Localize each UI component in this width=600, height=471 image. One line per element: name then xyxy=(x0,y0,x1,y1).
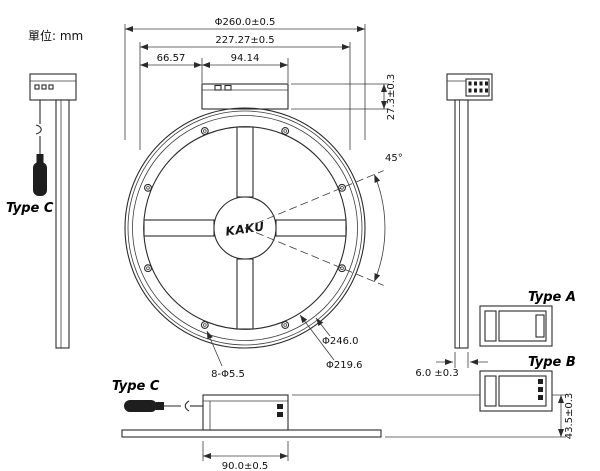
power-cable-bottom xyxy=(124,400,203,412)
bolt-holes xyxy=(144,127,346,329)
dim-bolt-circle: 227.27±0.5 xyxy=(215,35,274,46)
cross-spokes xyxy=(143,126,347,330)
left-ring-edge xyxy=(55,99,70,349)
extension-lines xyxy=(124,24,366,150)
bottom-ring-plate xyxy=(121,429,382,438)
top-tab xyxy=(201,83,289,110)
dim-ring-inner: Φ219.6 xyxy=(326,360,363,371)
plug-body xyxy=(33,162,47,196)
outer-ring-circle xyxy=(124,107,366,349)
dim-hole-angle: 45° xyxy=(385,153,403,164)
dim-outer-diameter: Φ260.0±0.5 xyxy=(215,17,276,28)
type-b-connector: Type B xyxy=(479,355,576,412)
outer-ring-inner-edge xyxy=(127,110,363,346)
total-height-dimension: 43.5±0.3 xyxy=(558,393,575,440)
dim-total-height: 43.5±0.3 xyxy=(564,393,575,440)
tab-height-dimension: 27.3±0.3 xyxy=(291,74,397,121)
type-c-bottom-label: Type C xyxy=(112,379,160,394)
type-c-left-label: Type C xyxy=(6,201,54,216)
kaku-logo: KAKU xyxy=(225,219,266,238)
plate-thickness-dimension: 6.0 ±0.3 xyxy=(415,352,488,379)
dim-tab-offset: 66.57 xyxy=(157,53,186,64)
front-view: KAKU xyxy=(124,83,366,349)
terminal-block xyxy=(465,78,490,97)
right-side-view: 6.0 ±0.3 xyxy=(415,73,493,379)
top-dimensions: Φ260.0±0.5 227.27±0.5 66.57 94.14 27.3±0… xyxy=(124,17,397,150)
dim-tab-height: 27.3±0.3 xyxy=(386,74,397,121)
right-ring-edge xyxy=(454,99,469,349)
power-cable xyxy=(33,100,47,196)
type-a-label: Type A xyxy=(528,290,576,305)
leader-dimensions: Φ246.0 Φ219.6 8-Φ5.5 xyxy=(206,314,363,380)
plug-neck-bottom xyxy=(156,402,164,410)
plug-body-bottom xyxy=(124,400,157,412)
terminal-pins xyxy=(468,81,488,93)
unit-label: 單位: mm xyxy=(28,28,83,43)
bottom-hub-box xyxy=(202,394,289,431)
type-a-connector: Type A xyxy=(479,290,576,347)
dim-hub-width: 90.0±0.5 xyxy=(222,461,269,471)
plug-neck xyxy=(36,154,44,163)
hub-width-dimension: 90.0±0.5 xyxy=(202,441,289,471)
type-b-label: Type B xyxy=(528,355,576,370)
groove-circle xyxy=(132,115,358,341)
dim-holes: 8-Φ5.5 xyxy=(211,369,245,380)
left-side-view: Type C xyxy=(6,73,77,349)
dim-ring-outer: Φ246.0 xyxy=(322,336,359,347)
dim-plate-thickness: 6.0 ±0.3 xyxy=(415,368,458,379)
bottom-view: Type C 90.0±0.5 xyxy=(112,379,382,471)
hole-angle-dimension: 45° xyxy=(244,153,403,286)
dim-tab-width: 94.14 xyxy=(231,53,260,64)
